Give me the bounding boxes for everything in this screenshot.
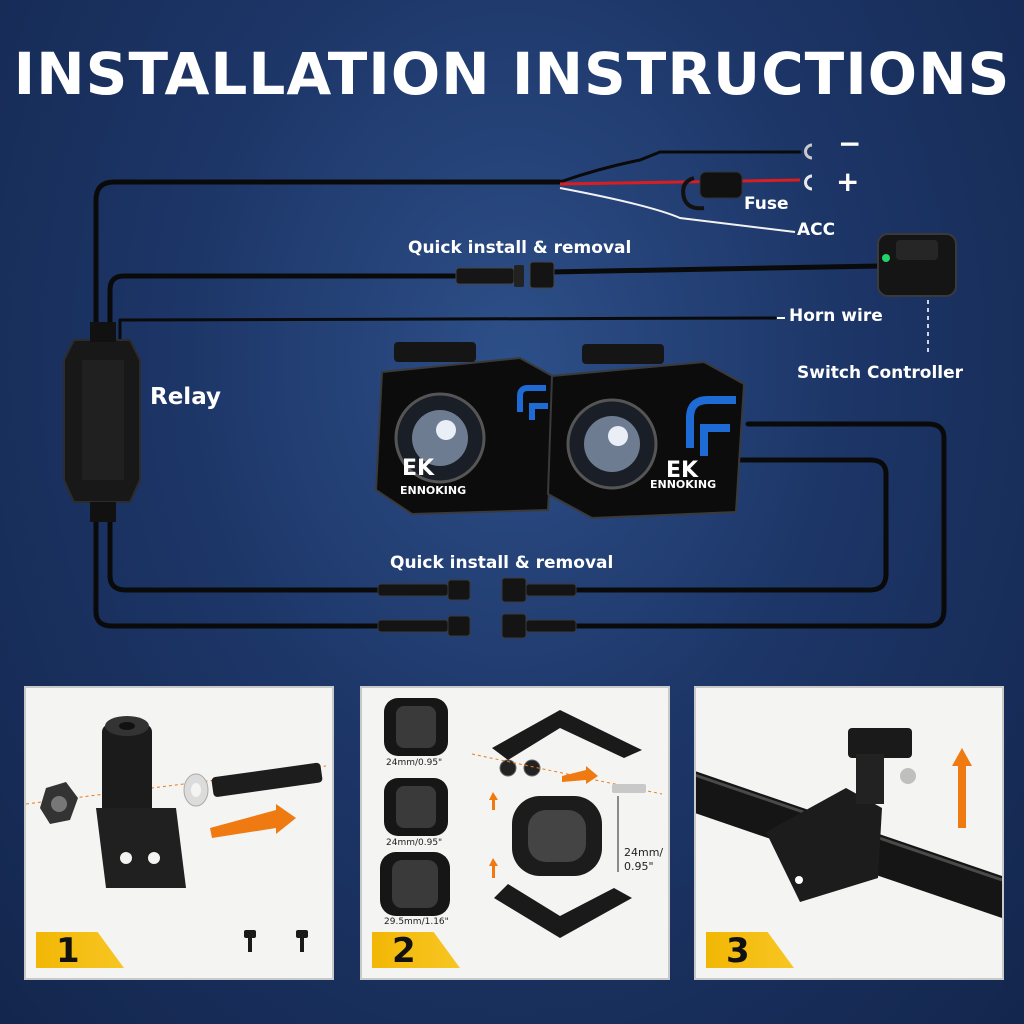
clamp-dimension: 24mm/ 0.95" xyxy=(624,846,663,874)
clamp-dimension-mm: 24mm/ xyxy=(624,846,664,859)
fuse-label: Fuse xyxy=(744,194,789,214)
page-title: INSTALLATION INSTRUCTIONS xyxy=(13,40,1011,108)
fuse-holder xyxy=(681,171,743,211)
switch-controller xyxy=(877,233,957,356)
wiring-diagram xyxy=(63,143,957,639)
step-2-panel: 24mm/0.95" 24mm/0.95" 29.5mm/1.16" 24mm/… xyxy=(360,686,670,980)
relay-label: Relay xyxy=(150,384,221,410)
step-number: 3 xyxy=(726,931,750,971)
quick-connector-bottom xyxy=(377,577,577,639)
light-logo-right: EK xyxy=(666,458,699,483)
positive-terminal-label: + xyxy=(836,165,860,198)
spacer-size-2: 24mm/0.95" xyxy=(386,838,443,848)
step-3-panel: 3 xyxy=(694,686,1004,980)
quick-install-label-top: Quick install & removal xyxy=(408,238,632,258)
led-light-left xyxy=(374,342,558,516)
led-light-right xyxy=(546,344,746,520)
quick-install-label-bottom: Quick install & removal xyxy=(390,553,614,573)
light-brand-right: ENNOKING xyxy=(650,478,717,491)
step-1-panel: 1 xyxy=(24,686,334,980)
clamp-dimension-in: 0.95" xyxy=(624,860,654,873)
clamp-spacer-illustration xyxy=(380,698,663,938)
light-logo-left: EK xyxy=(402,456,435,481)
acc-label: ACC xyxy=(797,220,836,240)
light-brand-left: ENNOKING xyxy=(400,484,467,497)
mounted-bracket-illustration xyxy=(696,728,1002,918)
spacer-size-1: 24mm/0.95" xyxy=(386,758,443,768)
relay-box xyxy=(63,322,141,522)
negative-terminal-label: − xyxy=(838,127,862,160)
bracket-assembly-illustration xyxy=(26,716,327,952)
horn-wire-label: Horn wire xyxy=(789,306,883,326)
quick-connector-top xyxy=(455,261,555,289)
step-number: 2 xyxy=(392,931,416,971)
switch-controller-label: Switch Controller xyxy=(797,363,964,383)
step-number: 1 xyxy=(56,931,80,971)
spacer-size-3: 29.5mm/1.16" xyxy=(384,917,449,927)
